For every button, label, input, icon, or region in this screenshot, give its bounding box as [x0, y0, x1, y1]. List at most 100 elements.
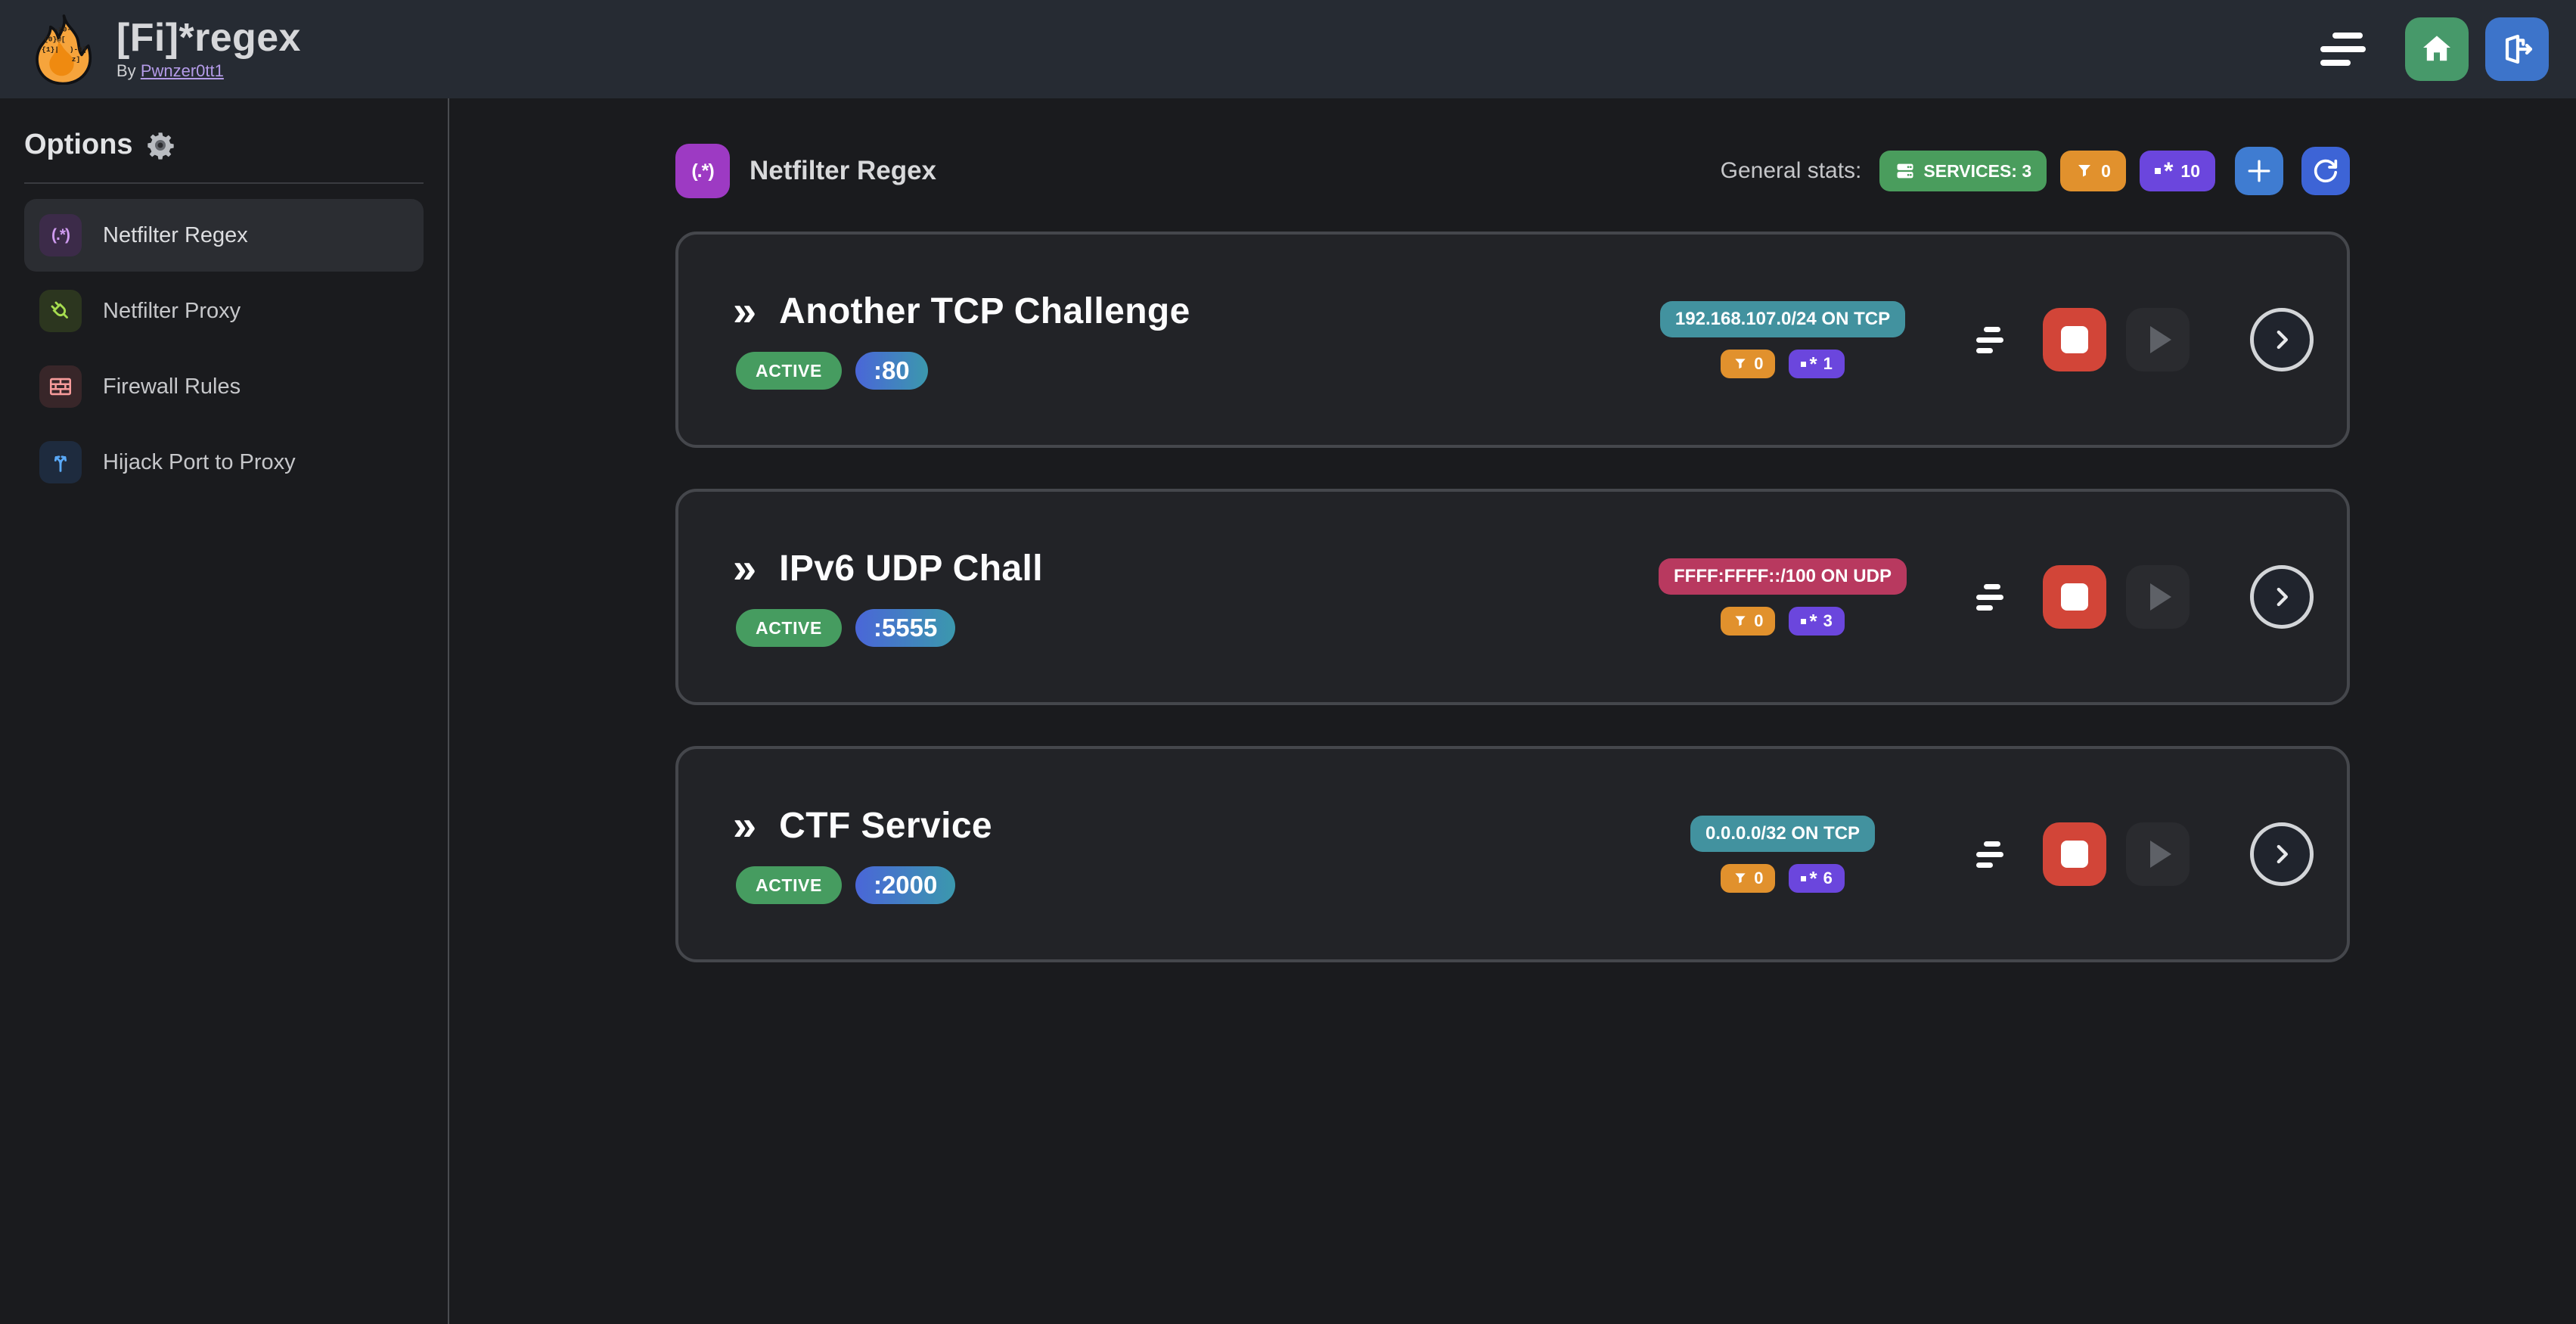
svg-text:z]: z] — [72, 55, 80, 64]
filters-count-badge: 0 — [1721, 607, 1776, 636]
flame-logo: -z0- {0}@[ {1}| )-9]z] — [36, 14, 92, 85]
play-icon — [2150, 326, 2171, 353]
stop-service-button[interactable] — [2043, 308, 2106, 371]
target-badge: 0.0.0.0/32 ON TCP — [1690, 816, 1876, 852]
regex-icon: * — [1801, 354, 1817, 374]
add-service-button[interactable] — [2235, 147, 2283, 195]
stop-icon — [2061, 583, 2088, 611]
service-name: CTF Service — [779, 805, 993, 846]
general-stats-label: General stats: — [1720, 158, 1862, 183]
sidebar-item-netfilter-regex[interactable]: (.*) Netfilter Regex — [24, 199, 424, 272]
plug-icon — [39, 290, 82, 332]
main-panel: (.*) Netfilter Regex General stats: SERV… — [449, 98, 2576, 1324]
chevrons-right-icon: » — [733, 801, 757, 849]
start-service-button[interactable] — [2126, 308, 2190, 371]
filters-count-badge: 0 — [2060, 151, 2126, 191]
app-title: [Fi]*regex — [116, 15, 301, 60]
server-icon — [1897, 163, 1913, 179]
regex-section-icon: (.*) — [675, 144, 730, 198]
section-header: (.*) Netfilter Regex General stats: SERV… — [675, 144, 2350, 198]
status-badge: ACTIVE — [736, 609, 842, 647]
sidebar-item-label: Netfilter Regex — [103, 222, 248, 247]
stop-service-button[interactable] — [2043, 565, 2106, 629]
regex-icon: * — [1801, 611, 1817, 631]
service-card: » IPv6 UDP Chall ACTIVE :5555 FFFF:FFFF:… — [675, 489, 2350, 705]
funnel-icon — [2078, 165, 2091, 177]
target-badge: 192.168.107.0/24 ON TCP — [1659, 301, 1906, 337]
funnel-icon — [1735, 616, 1746, 626]
chevrons-right-icon: » — [733, 544, 757, 592]
logout-icon — [2505, 34, 2533, 64]
plus-icon — [2248, 160, 2270, 182]
service-card: » CTF Service ACTIVE :2000 0.0.0.0/32 ON… — [675, 746, 2350, 962]
service-card: » Another TCP Challenge ACTIVE :80 192.1… — [675, 232, 2350, 448]
sidebar-divider — [24, 182, 424, 184]
funnel-icon — [1735, 873, 1746, 884]
navbar-menu-icon[interactable] — [2320, 33, 2366, 66]
regexes-count-badge: * 6 — [1789, 864, 1845, 893]
status-badge: ACTIVE — [736, 866, 842, 904]
play-icon — [2150, 583, 2171, 611]
service-menu-icon[interactable] — [1976, 841, 2003, 868]
open-service-button[interactable] — [2250, 565, 2314, 629]
chevron-right-icon — [2277, 330, 2288, 350]
svg-text:{0}@[: {0}@[ — [44, 36, 66, 44]
svg-text:{1}|: {1}| — [42, 45, 59, 54]
navbar: -z0- {0}@[ {1}| )-9]z] [Fi]*regex By Pwnze… — [0, 0, 2576, 98]
refresh-icon — [2314, 159, 2338, 183]
start-service-button[interactable] — [2126, 565, 2190, 629]
svg-text:)-9]: )-9] — [70, 45, 87, 54]
section-title: Netfilter Regex — [750, 156, 937, 185]
regexes-count-badge: * 10 — [2139, 151, 2215, 191]
service-stats: 0.0.0.0/32 ON TCP 0 * 6 — [1653, 816, 1913, 893]
target-badge: FFFF:FFFF::/100 ON UDP — [1659, 558, 1907, 595]
chevron-right-icon — [2277, 587, 2288, 607]
stop-icon — [2061, 841, 2088, 868]
stop-icon — [2061, 326, 2088, 353]
sidebar-item-hijack-port[interactable]: Hijack Port to Proxy — [24, 426, 424, 499]
sidebar-item-firewall-rules[interactable]: Firewall Rules — [24, 350, 424, 423]
logout-button[interactable] — [2485, 17, 2549, 81]
brand: [Fi]*regex By Pwnzer0tt1 — [116, 17, 301, 82]
port-badge: :80 — [855, 352, 928, 390]
service-name: IPv6 UDP Chall — [779, 548, 1043, 589]
play-icon — [2150, 841, 2171, 868]
sidebar-item-label: Hijack Port to Proxy — [103, 449, 296, 474]
sidebar-heading: Options — [24, 129, 424, 161]
open-service-button[interactable] — [2250, 308, 2314, 371]
refresh-button[interactable] — [2301, 147, 2350, 195]
service-menu-icon[interactable] — [1976, 583, 2003, 611]
svg-text:-z0-: -z0- — [54, 26, 71, 34]
regex-icon: * — [2154, 159, 2173, 183]
port-badge: :5555 — [855, 609, 956, 647]
author-link[interactable]: Pwnzer0tt1 — [140, 61, 224, 81]
filters-count-badge: 0 — [1721, 350, 1776, 378]
sidebar-item-label: Netfilter Proxy — [103, 298, 241, 323]
start-service-button[interactable] — [2126, 822, 2190, 886]
service-stats: 192.168.107.0/24 ON TCP 0 * 1 — [1653, 301, 1913, 378]
gear-icon — [147, 132, 174, 160]
status-badge: ACTIVE — [736, 352, 842, 390]
regexes-count-badge: * 1 — [1789, 350, 1845, 378]
byline: By Pwnzer0tt1 — [116, 61, 301, 81]
split-arrows-icon — [39, 441, 82, 483]
regex-icon: * — [1801, 869, 1817, 888]
open-service-button[interactable] — [2250, 822, 2314, 886]
home-button[interactable] — [2405, 17, 2469, 81]
filters-count-badge: 0 — [1721, 864, 1776, 893]
service-name: Another TCP Challenge — [779, 291, 1190, 331]
home-icon — [2423, 36, 2450, 61]
funnel-icon — [1735, 359, 1746, 369]
brick-wall-icon — [39, 365, 82, 408]
sidebar-heading-label: Options — [24, 129, 133, 160]
chevrons-right-icon: » — [733, 287, 757, 334]
service-menu-icon[interactable] — [1976, 326, 2003, 353]
content-shell: Options (.*) Netfilter Regex — [0, 98, 2576, 1324]
stop-service-button[interactable] — [2043, 822, 2106, 886]
sidebar-item-netfilter-proxy[interactable]: Netfilter Proxy — [24, 275, 424, 347]
sidebar: Options (.*) Netfilter Regex — [0, 98, 449, 1324]
sidebar-item-label: Firewall Rules — [103, 374, 241, 399]
regex-icon: (.*) — [39, 214, 82, 256]
services-count-badge: SERVICES: 3 — [1879, 151, 2047, 191]
